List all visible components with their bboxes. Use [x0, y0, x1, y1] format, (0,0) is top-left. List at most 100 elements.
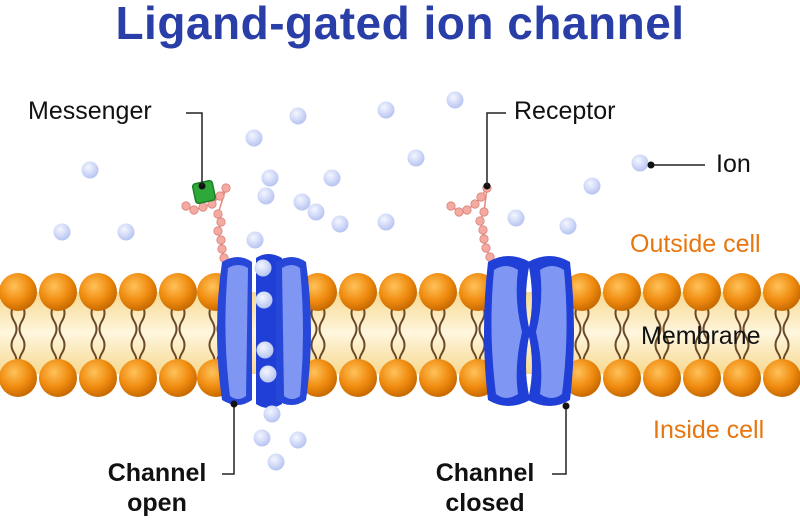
membrane-label: Membrane [641, 322, 761, 350]
lipid-head [339, 273, 377, 311]
lipid-tail [694, 304, 702, 368]
channel-open-leader-line [222, 404, 235, 475]
lipid-tail [358, 304, 366, 368]
ion [257, 187, 275, 205]
lipid-head [419, 273, 457, 311]
messenger-label: Messenger [28, 97, 152, 125]
chain-bead [181, 201, 191, 211]
lipid-head [79, 273, 117, 311]
lipid-head [39, 273, 77, 311]
lipid-head [79, 359, 117, 397]
ion [289, 107, 307, 125]
lipid-tail [582, 304, 590, 368]
chain-bead [216, 235, 226, 245]
ion [289, 431, 307, 449]
channel-open-pointer-dot [230, 400, 238, 408]
ion [377, 213, 395, 231]
inside-cell-label: Inside cell [653, 416, 765, 444]
lipid-tail [50, 304, 58, 368]
lipid-head [159, 273, 197, 311]
ion [81, 161, 99, 179]
ion-particles [53, 91, 649, 471]
lipid-tail [10, 304, 18, 368]
ion [446, 91, 464, 109]
chain-bead [475, 216, 485, 226]
lipid-head [603, 273, 641, 311]
lipid-tail [130, 304, 138, 368]
ion [245, 129, 263, 147]
chain-bead [189, 205, 199, 215]
lipid-head [379, 359, 417, 397]
lipid-head [119, 359, 157, 397]
diagram-title: Ligand-gated ion channel [115, 0, 685, 49]
chain-bead [217, 244, 227, 254]
ion [53, 223, 71, 241]
lipid-tail [310, 304, 318, 368]
lipid-tail [208, 304, 216, 368]
chain-bead [213, 209, 223, 219]
lipid-tail [622, 304, 630, 368]
lipid-tail [614, 304, 622, 368]
ion [307, 203, 325, 221]
lipid-head [339, 359, 377, 397]
lipid-bilayer [0, 273, 800, 397]
ion-label: Ion [716, 150, 751, 178]
lipid-head [39, 359, 77, 397]
lipid-tail [654, 304, 662, 368]
open-channel [217, 254, 311, 408]
lipid-tail [90, 304, 98, 368]
lipid-tail [170, 304, 178, 368]
lipid-tail [318, 304, 326, 368]
ion [246, 231, 264, 249]
closed-receptor-chain [446, 183, 495, 262]
ion [255, 291, 273, 309]
chain-bead [476, 192, 486, 202]
lipid-head [763, 359, 800, 397]
ion [256, 341, 274, 359]
lipid-tail [398, 304, 406, 368]
lipid-tail [734, 304, 742, 368]
lipid-head [379, 273, 417, 311]
chain-bead [446, 201, 456, 211]
ion [293, 193, 311, 211]
receptor-label: Receptor [514, 97, 616, 125]
closed-channel [484, 256, 574, 406]
ion [254, 259, 272, 277]
channel-open-label: Channel open [92, 458, 222, 518]
ion [559, 217, 577, 235]
chain-bead [221, 183, 231, 193]
ion [331, 215, 349, 233]
channel-open-line2: open [127, 489, 187, 517]
chain-bead [215, 191, 225, 201]
ion [377, 101, 395, 119]
lipid-head [119, 273, 157, 311]
lipid-head [683, 359, 721, 397]
chain-bead [479, 234, 489, 244]
lipid-head [643, 359, 681, 397]
lipid-head [683, 273, 721, 311]
lipid-tail [470, 304, 478, 368]
lipid-tail [782, 304, 790, 368]
lipid-tail [430, 304, 438, 368]
ion [253, 429, 271, 447]
lipid-tail [350, 304, 358, 368]
lipid-tail [478, 304, 486, 368]
ion [259, 365, 277, 383]
messenger-leader-line [186, 112, 203, 186]
ion [583, 177, 601, 195]
lipid-tail [18, 304, 26, 368]
outside-cell-label: Outside cell [630, 230, 761, 258]
chain-bead [479, 207, 489, 217]
lipid-head [643, 273, 681, 311]
ion [117, 223, 135, 241]
lipid-head [0, 359, 37, 397]
lipid-tail [178, 304, 186, 368]
chain-bead [213, 226, 223, 236]
lipid-head [159, 359, 197, 397]
channel-closed-leader-line [552, 406, 567, 475]
lipid-head [763, 273, 800, 311]
ion [263, 405, 281, 423]
lipid-tail [574, 304, 582, 368]
lipid-tail [702, 304, 710, 368]
